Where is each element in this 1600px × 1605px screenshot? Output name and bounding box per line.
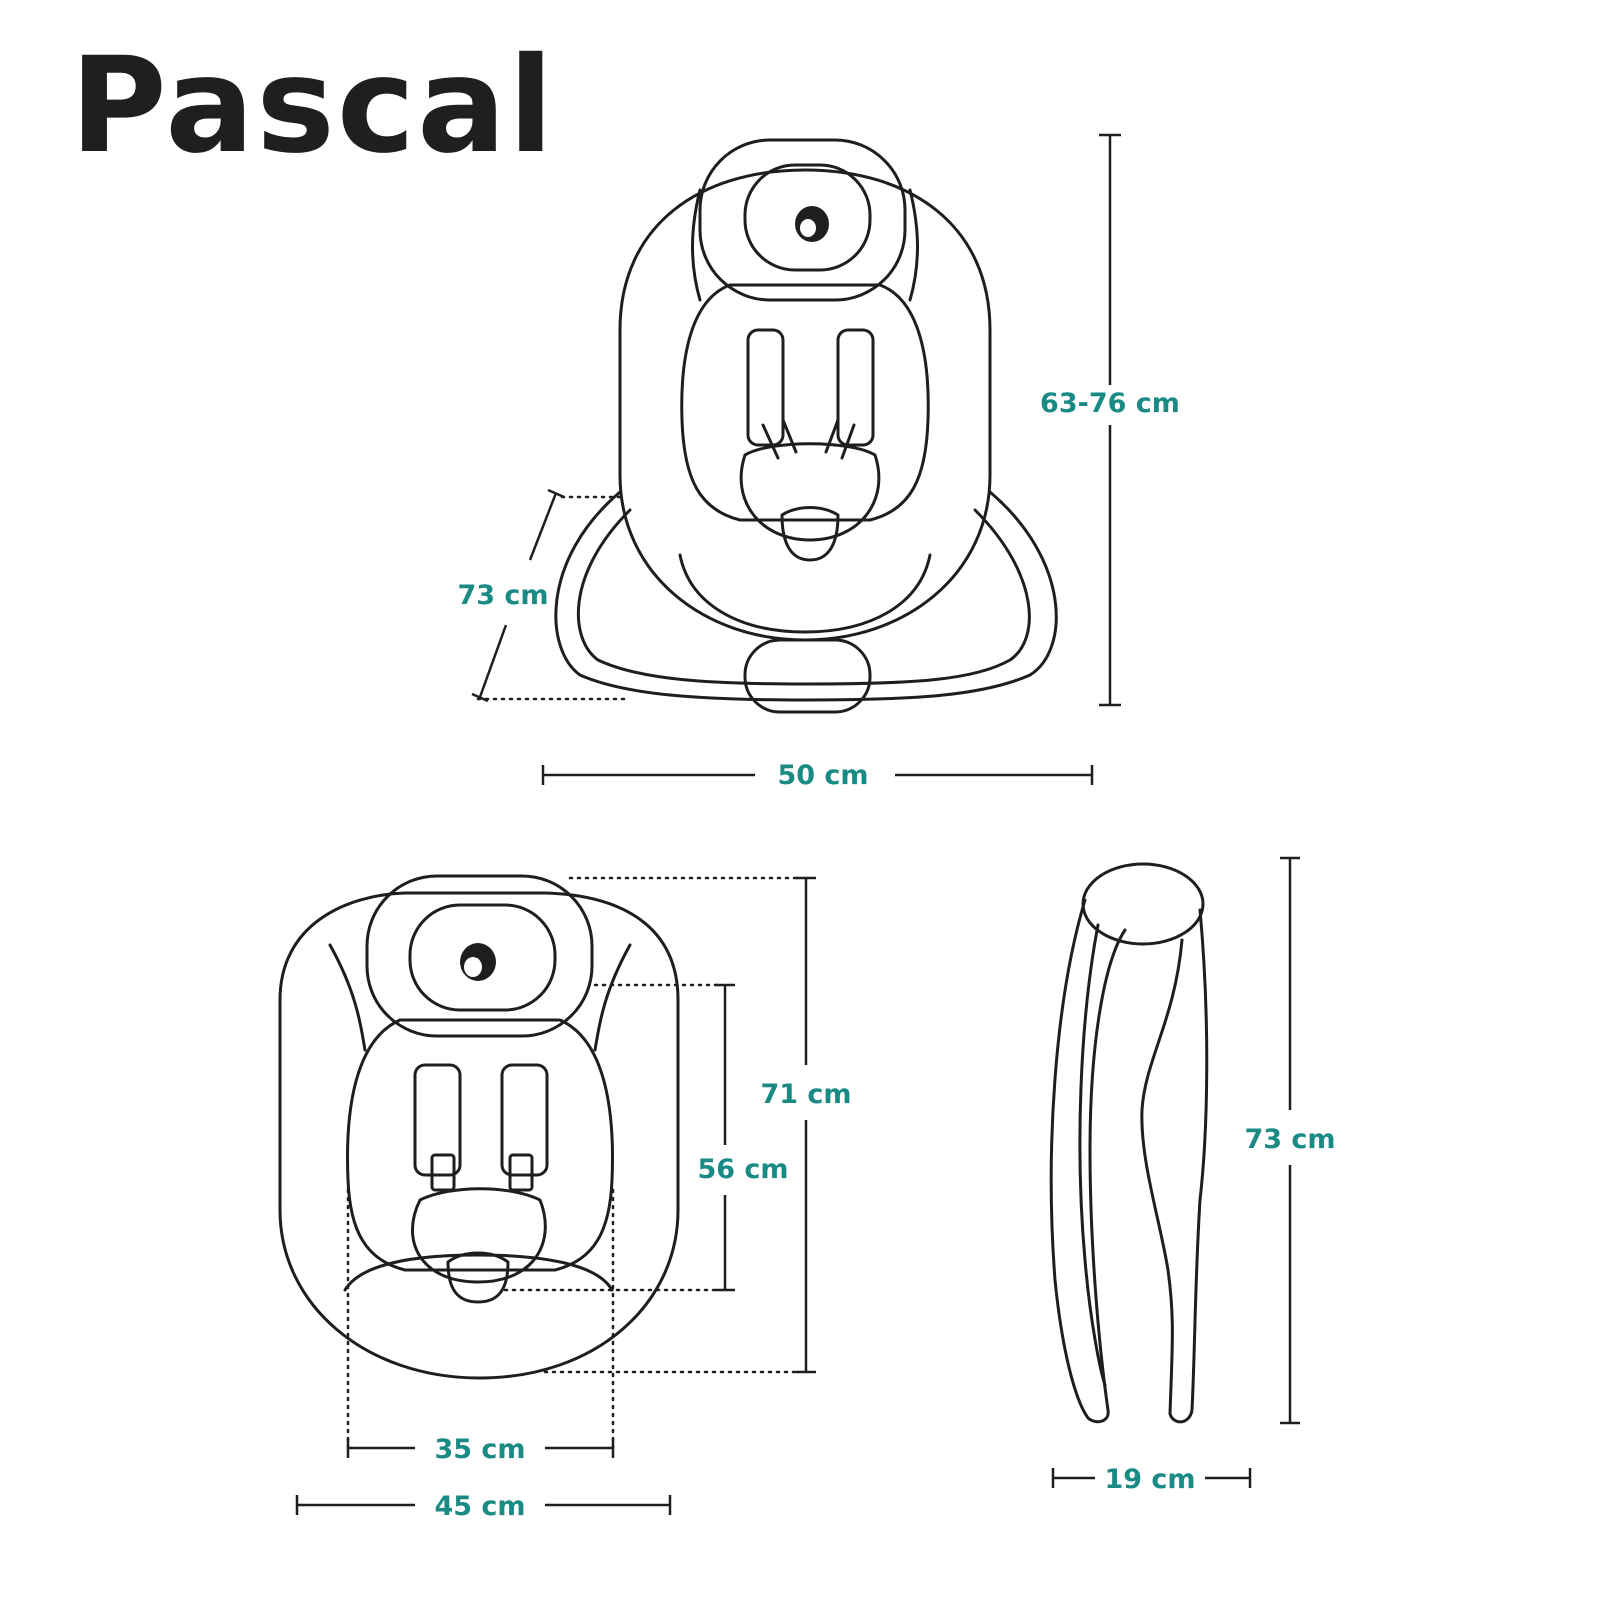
label-front-height-outer: 71 cm [760, 1079, 851, 1110]
insert-harness-slot-right [500, 1063, 549, 1177]
buckle [780, 506, 840, 562]
dim-front-height-inner: 56 cm [503, 983, 789, 1292]
label-side-depth: 19 cm [1104, 1464, 1195, 1495]
rocker-base-outer [554, 490, 1058, 702]
label-top-diagonal: 73 cm [457, 580, 548, 611]
side-profile-outer [1049, 898, 1127, 1424]
insert-headrest [365, 874, 594, 1038]
dim-side-height: 73 cm [1244, 856, 1336, 1425]
insert-back-cushion [346, 1018, 614, 1272]
insert-buckle [446, 1251, 510, 1304]
seat-insert-front-drawing [278, 874, 680, 1380]
side-profile-back [1140, 908, 1209, 1424]
seat-insert-side-drawing [1049, 862, 1209, 1424]
dim-top-diagonal: 73 cm [457, 488, 630, 703]
insert-leg-cushion [343, 1253, 614, 1292]
label-top-width: 50 cm [777, 760, 868, 791]
insert-seat-pan [411, 1187, 547, 1284]
foot-block [743, 638, 872, 714]
dim-front-outer-width: 45 cm [295, 1491, 672, 1522]
harness-slot-right [836, 328, 875, 447]
leg-cushion [678, 553, 932, 634]
seat-with-base-drawing [554, 138, 1058, 714]
seat-pan [739, 442, 881, 542]
seat-shell [618, 168, 992, 642]
harness-slot-left [746, 328, 785, 447]
label-front-outer-width: 45 cm [434, 1491, 525, 1522]
label-top-height: 63-76 cm [1040, 388, 1180, 419]
label-side-height: 73 cm [1244, 1124, 1335, 1155]
dim-front-inner-width: 35 cm [346, 1188, 615, 1465]
insert-harness-slot-left [413, 1063, 462, 1177]
headrest [698, 138, 907, 302]
side-headrest-top [1081, 862, 1205, 946]
dim-front-height-outer: 71 cm [543, 876, 852, 1374]
side-profile-inner [1078, 923, 1107, 1387]
insert-headrest-pad [408, 903, 557, 1012]
label-front-inner-width: 35 cm [434, 1434, 525, 1465]
insert-shell [278, 891, 680, 1380]
dim-side-depth: 19 cm [1051, 1464, 1252, 1495]
product-title: Pascal [70, 29, 556, 183]
back-cushion [680, 283, 930, 522]
dim-top-height: 63-76 cm [1040, 133, 1180, 707]
label-front-height-inner: 56 cm [697, 1154, 788, 1185]
rocker-base-inner [576, 508, 1031, 686]
headrest-pad [743, 163, 872, 272]
dim-top-width: 50 cm [541, 760, 1094, 791]
